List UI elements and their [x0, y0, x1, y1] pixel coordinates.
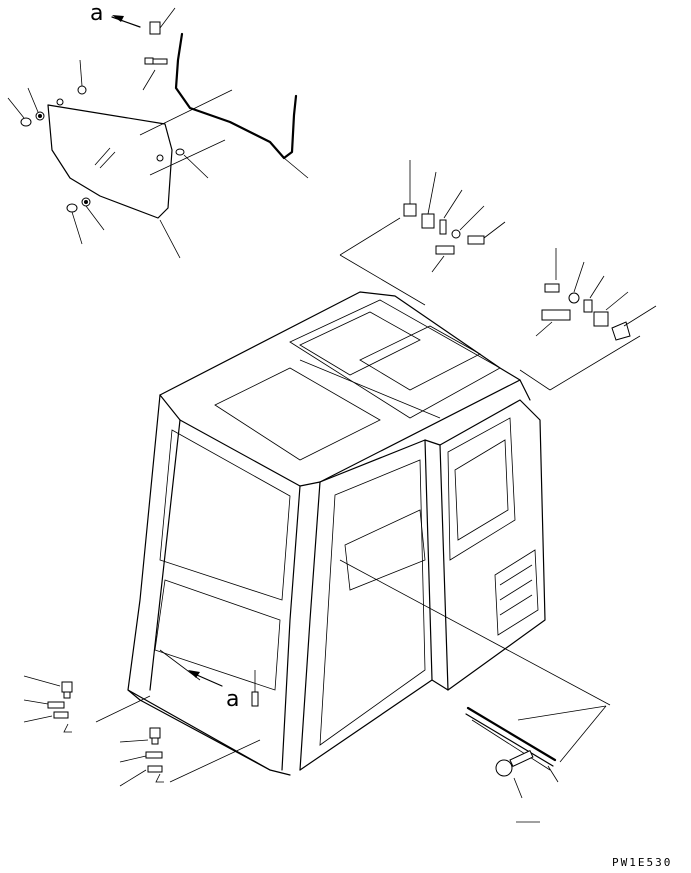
- drawing-code: PW1E530: [612, 856, 672, 869]
- arrow-left-icon: [111, 15, 141, 28]
- callout-a-door: a: [226, 687, 239, 712]
- bolt-part-lower-right: [495, 750, 534, 777]
- window-glass-group: a: [7, 1, 309, 259]
- bolt-group-lower-left-1: [23, 675, 151, 733]
- arrow-left-icon-door: [188, 670, 223, 687]
- window-glass-pane: [47, 104, 173, 219]
- clip-part-door: [251, 691, 259, 707]
- clip-part: [149, 21, 161, 35]
- rubber-strip-group: [465, 705, 607, 823]
- operator-cab: a: [127, 291, 611, 776]
- latch-group-upper: [339, 160, 506, 306]
- latch-group-right: [519, 248, 657, 391]
- callout-a-top: a: [90, 1, 103, 26]
- bolt-part: [144, 57, 168, 65]
- bolt-group-lower-left-2: [119, 727, 261, 787]
- seal-wire: [174, 32, 298, 160]
